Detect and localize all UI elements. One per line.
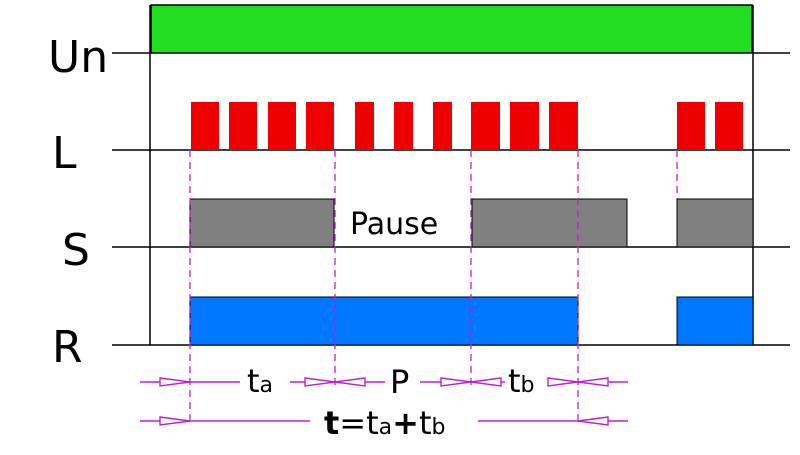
label-tb: tb [508,362,535,400]
arrowhead [440,377,472,387]
row-label-un: Un [48,32,108,83]
pulse [715,102,743,150]
switch-bar [676,198,754,248]
arrowhead [159,416,191,426]
pulse [471,102,500,150]
pulse [510,102,539,150]
pause-label: Pause [350,207,438,242]
pulse [191,102,219,150]
switch-group [189,198,754,248]
pulse [229,102,257,150]
relay-bar [676,296,754,346]
measurement-arrows [140,377,628,426]
arrowhead [577,377,609,387]
pulse [549,102,578,150]
switch-bar [471,198,628,248]
arrowhead [577,416,609,426]
label-p: P [390,363,409,401]
pulse [306,102,334,150]
switch-bar [189,198,335,248]
row-label-s: S [62,225,90,276]
label-ta: ta [247,362,273,400]
pulse [394,102,413,150]
row-label-l: L [52,128,77,179]
formula-label: t=ta+tb [324,404,445,442]
relay-group [189,296,754,346]
guide-lines [189,150,678,425]
pulse [355,102,374,150]
arrowhead [304,377,336,387]
pulse-group [191,102,743,150]
arrowhead [334,377,366,387]
pulse [268,102,296,150]
relay-bar [189,296,579,346]
pulse [677,102,705,150]
arrowhead [470,377,502,387]
arrowhead [547,377,579,387]
pulse [433,102,452,150]
row-label-r: R [52,322,83,373]
supply-bar [150,4,753,54]
arrowhead [159,377,191,387]
